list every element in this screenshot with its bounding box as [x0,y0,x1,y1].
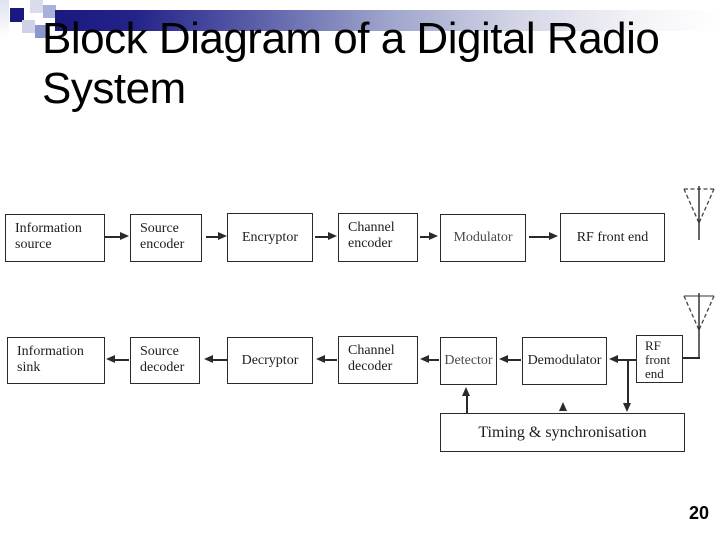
arrowhead-right-icon [218,232,227,240]
arrow-sourcedecoder-to-infosink [115,359,129,361]
block-label: Modulator [453,230,513,245]
arrowhead-right-icon [328,232,337,240]
block-label: Information [15,221,82,236]
block-label: encoder [348,236,393,251]
block-label: end [645,366,664,381]
arrowhead-down-icon [623,403,631,412]
block-label: Channel [348,220,395,235]
block-label: Detector [444,353,493,368]
arrowhead-left-icon [204,355,213,363]
block-label: source [15,237,52,252]
block-label: Information [17,344,84,359]
arrow-modulator-to-rffrontend [529,236,549,238]
arrowhead-left-icon [106,355,115,363]
arrowhead-right-icon [549,232,558,240]
block-demodulator: Demodulator [522,337,607,385]
block-encryptor: Encryptor [227,213,313,262]
arrowhead-up-icon [559,402,567,411]
block-decryptor: Decryptor [227,337,313,384]
arrowhead-up-icon [462,387,470,396]
slide-title-line2: System [42,64,186,113]
arrow-infosource-to-sourceencoder [105,236,121,238]
block-rf-front-end-tx: RF front end [560,213,665,262]
block-label: sink [17,360,41,375]
block-modulator: Modulator [440,214,526,262]
arrowhead-right-icon [429,232,438,240]
header-left-column [0,0,9,38]
block-source-decoder: Source decoder [130,337,200,384]
line-rffeed-to-timing [627,360,629,403]
header-gradient-bar [55,10,720,31]
slide-title: Block Diagram of a Digital Radio System [42,14,660,114]
block-timing-synchronisation: Timing & synchronisation [440,413,685,452]
block-label: RF front end [576,229,649,245]
block-detector: Detector [440,337,497,385]
arrow-detector-to-channeldecoder [429,359,439,361]
block-label: Channel [348,343,395,358]
arrow-sourceencoder-to-encryptor [206,236,218,238]
antenna-feed-line [683,357,700,359]
block-label: decoder [140,360,185,375]
block-information-sink: Information sink [7,337,105,384]
arrowhead-left-icon [609,355,618,363]
antenna-rx-icon [683,293,715,358]
pixel-square [43,5,56,18]
arrow-channeldecoder-to-decryptor [325,359,337,361]
block-channel-encoder: Channel encoder [338,213,418,262]
arrow-decryptor-to-sourcedecoder [213,359,227,361]
arrow-channelencoder-to-modulator [420,236,429,238]
pixel-square [10,8,24,22]
block-label: Encryptor [242,229,298,245]
block-label: decoder [348,359,393,374]
block-information-source: Information source [5,214,105,262]
antenna-tx-icon [683,186,715,240]
block-label: front [645,352,671,367]
arrowhead-left-icon [420,355,429,363]
line-timing-to-detector [466,394,468,413]
arrow-demodulator-to-detector [508,359,521,361]
block-source-encoder: Source encoder [130,214,202,262]
slide-title-line1: Block Diagram of a Digital Radio [42,14,660,63]
page-number: 20 [689,503,710,523]
block-rf-front-end-rx: RF front end [636,335,683,383]
block-label: Decryptor [241,352,299,368]
block-label: Source [140,344,179,359]
block-label: Timing & synchronisation [478,423,647,441]
arrowhead-right-icon [120,232,129,240]
block-label: Demodulator [527,353,602,368]
arrow-encryptor-to-channelencoder [315,236,328,238]
block-channel-decoder: Channel decoder [338,336,418,384]
arrowhead-left-icon [499,355,508,363]
pixel-square [30,0,43,13]
block-label: encoder [140,237,185,252]
pixel-square [35,25,48,38]
pixel-square [22,20,35,33]
arrowhead-left-icon [316,355,325,363]
block-label: RF [645,338,661,353]
block-label: Source [140,221,179,236]
